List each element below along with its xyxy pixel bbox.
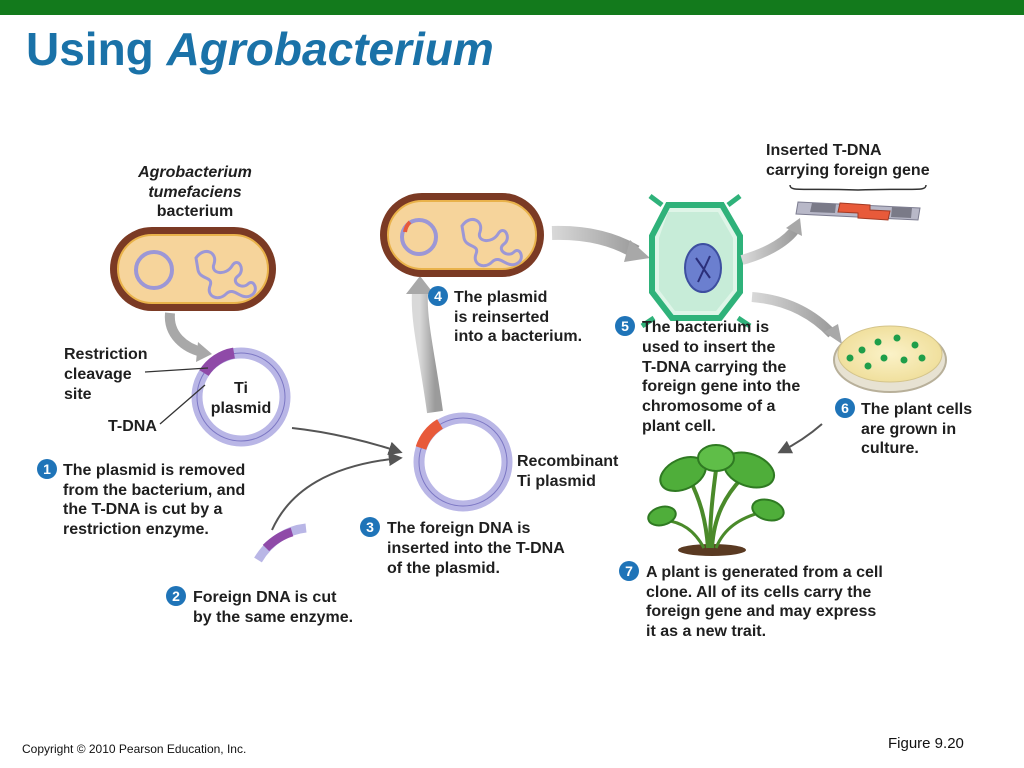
step4-line1: The plasmid — [454, 289, 547, 306]
label-recombinant-1: Recombinant — [517, 453, 619, 470]
step-badge — [619, 561, 639, 581]
label-recombinant-2: Ti plasmid — [517, 473, 596, 490]
label-ti-1: Ti — [234, 380, 248, 397]
step3-line3: of the plasmid. — [387, 560, 500, 577]
step-number: 2 — [172, 588, 180, 604]
step6-line2: are grown in — [861, 421, 956, 438]
tdna-segment — [199, 347, 236, 377]
plasmid-icon — [134, 250, 174, 290]
copyright-notice: Copyright © 2010 Pearson Education, Inc. — [22, 742, 247, 756]
step5-line4: foreign gene into the — [642, 378, 800, 395]
arrow-icon — [740, 225, 801, 265]
label-inserted-2: carrying foreign gene — [766, 162, 930, 179]
arrowhead-icon — [624, 240, 650, 262]
step1-line4: restriction enzyme. — [63, 521, 209, 538]
label-restriction-3: site — [64, 386, 92, 403]
recombinant-bacterium — [380, 193, 544, 277]
step1-line2: from the bacterium, and — [63, 482, 245, 499]
label-bacterium-1: Agrobacterium — [137, 164, 252, 181]
step4-line2: is reinserted — [454, 309, 549, 326]
step7-line1: A plant is generated from a cell — [646, 564, 883, 581]
step-number: 5 — [621, 318, 629, 334]
label-bacterium-3: bacterium — [157, 203, 233, 220]
step-badge — [37, 459, 57, 479]
step-number: 3 — [366, 519, 374, 535]
arrowhead-icon — [786, 218, 802, 236]
chromosome-icon — [194, 249, 257, 300]
slide-title: Using Agrobacterium — [26, 22, 494, 76]
figure-number: Figure 9.20 — [888, 735, 964, 752]
arrow-icon — [751, 292, 836, 338]
label-tdna: T-DNA — [108, 418, 157, 435]
plant-cell — [640, 194, 752, 329]
petri-dish — [833, 325, 947, 393]
step-badge — [428, 286, 448, 306]
chromosome-icon — [460, 217, 523, 268]
plant-icon — [647, 444, 785, 556]
step3-line2: inserted into the T-DNA — [387, 540, 565, 557]
step-badge — [835, 398, 855, 418]
title-plain: Using — [26, 23, 154, 75]
step5-line6: plant cell. — [642, 418, 716, 435]
top-accent-bar — [0, 0, 1024, 15]
plasmid-icon — [400, 218, 438, 256]
step-number: 6 — [841, 400, 849, 416]
step-badge — [615, 316, 635, 336]
agrobacterium-cell — [110, 227, 276, 311]
recombinant-plasmid — [413, 412, 513, 512]
step1-line3: the T-DNA is cut by a — [63, 501, 223, 518]
arrowhead-icon — [824, 324, 842, 344]
step-badge — [360, 517, 380, 537]
arrow-icon — [271, 452, 403, 531]
chromosome-icon — [695, 255, 711, 283]
arrow-icon — [551, 225, 640, 259]
label-restriction-2: cleavage — [64, 366, 132, 383]
step7-line2: clone. All of its cells carry the — [646, 584, 871, 601]
label-ti-2: plasmid — [211, 400, 271, 417]
step1-line1: The plasmid is removed — [63, 462, 245, 479]
leader-line — [144, 367, 209, 373]
step7-line3: foreign gene and may express — [646, 603, 876, 620]
step4-line3: into a bacterium. — [454, 328, 582, 345]
step5-line5: chromosome of a — [642, 398, 775, 415]
arrow-icon — [777, 423, 823, 454]
inserted-tdna-strand — [795, 201, 921, 221]
step6-line3: culture. — [861, 440, 919, 457]
step5-line3: T-DNA carrying the — [642, 359, 786, 376]
step5-line1: The bacterium is — [642, 319, 769, 336]
foreign-gene-segment — [415, 419, 444, 450]
step-number: 4 — [434, 288, 442, 304]
arrowhead-icon — [406, 276, 434, 294]
leader-line — [159, 384, 206, 425]
step7-line4: it as a new trait. — [646, 623, 766, 640]
arrowhead-icon — [196, 342, 212, 362]
foreign-gene-segment — [403, 220, 412, 233]
foreign-gene-segment — [262, 527, 294, 552]
step5-line2: used to insert the — [642, 339, 775, 356]
arrow-icon — [411, 291, 443, 414]
title-italic: Agrobacterium — [166, 23, 494, 75]
step6-line1: The plant cells — [861, 401, 972, 418]
bracket-icon — [789, 184, 927, 191]
foreign-gene-segment — [837, 202, 891, 221]
ti-plasmid — [191, 347, 291, 447]
label-bacterium-2: tumefaciens — [148, 184, 241, 201]
label-restriction-1: Restriction — [64, 346, 148, 363]
step2-line2: by the same enzyme. — [193, 609, 353, 626]
step-number: 7 — [625, 563, 633, 579]
step3-line1: The foreign DNA is — [387, 520, 531, 537]
label-inserted-1: Inserted T-DNA — [766, 142, 882, 159]
step-number: 1 — [43, 461, 51, 477]
step2-line1: Foreign DNA is cut — [193, 589, 337, 606]
arrow-icon — [291, 427, 403, 456]
step-badge — [166, 586, 186, 606]
arrow-icon — [164, 312, 204, 357]
